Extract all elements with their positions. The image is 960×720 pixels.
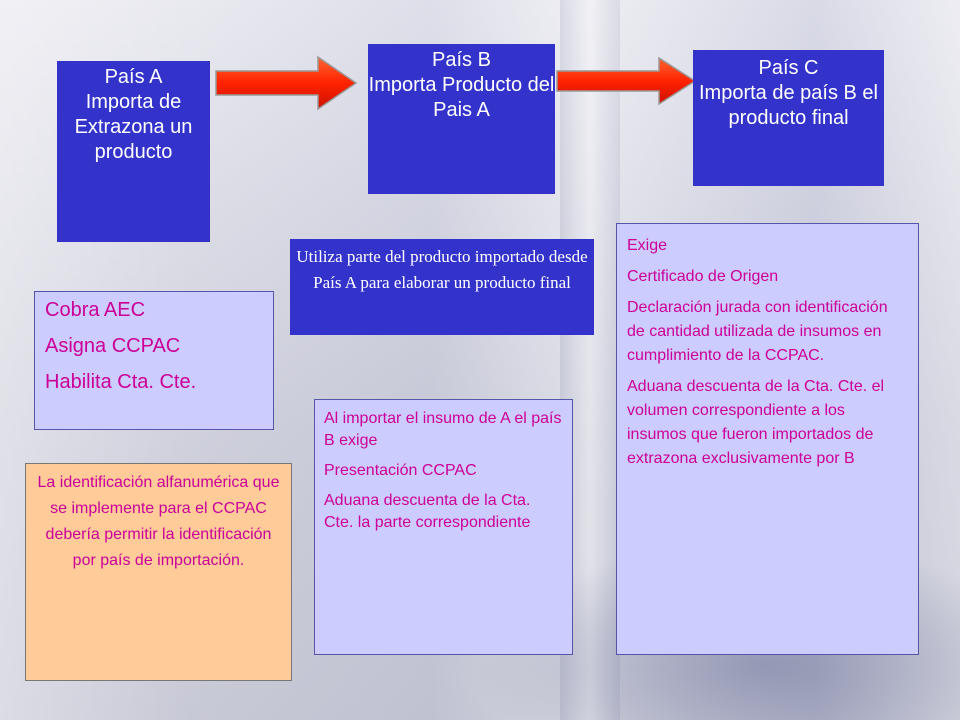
cobra-item: Cobra AEC <box>45 299 146 321</box>
exige-note: Exige Certificado de Origen Declaración … <box>616 223 919 655</box>
utiliza-note: Utiliza parte del producto importado des… <box>290 239 594 335</box>
identificacion-text: La identificación alfanumérica que se im… <box>37 474 280 569</box>
cobra-note: Cobra AEC Asigna CCPAC Habilita Cta. Cte… <box>34 291 274 430</box>
arrow-b-to-c-icon <box>556 56 697 106</box>
pais-c-box: País C Importa de país B el producto fin… <box>693 50 884 186</box>
pais-b-title: País B <box>432 49 491 71</box>
identificacion-note: La identificación alfanumérica que se im… <box>25 463 292 681</box>
al-importar-item: Presentación CCPAC <box>324 462 477 479</box>
pais-a-body: Importa de Extrazona un producto <box>74 91 193 163</box>
al-importar-item: Al importar el insumo de A el país B exi… <box>324 410 562 449</box>
cobra-item: Habilita Cta. Cte. <box>45 371 197 393</box>
exige-item: Declaración jurada con identificación de… <box>627 299 888 364</box>
pais-a-box: País A Importa de Extrazona un producto <box>57 61 210 242</box>
pais-c-title: País C <box>758 57 819 79</box>
pais-b-box: País B Importa Producto del Pais A <box>368 44 555 194</box>
exige-item: Certificado de Origen <box>627 268 779 285</box>
pais-a-title: País A <box>104 66 163 88</box>
exige-item: Aduana descuenta de la Cta. Cte. el volu… <box>627 378 885 467</box>
arrow-a-to-b-icon <box>215 55 358 111</box>
exige-item: Exige <box>627 237 668 254</box>
al-importar-note: Al importar el insumo de A el país B exi… <box>314 399 573 655</box>
pais-c-body: Importa de país B el producto final <box>699 82 878 129</box>
cobra-item: Asigna CCPAC <box>45 335 181 357</box>
al-importar-item: Aduana descuenta de la Cta. Cte. la part… <box>324 492 531 531</box>
pais-b-body: Importa Producto del Pais A <box>368 74 555 121</box>
